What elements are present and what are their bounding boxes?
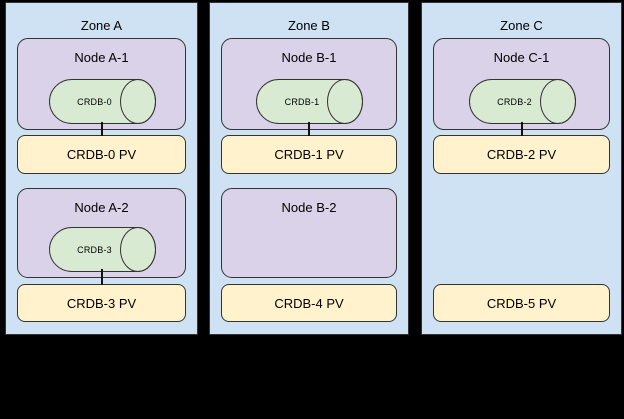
crdb-3-pod-cylinder-icon: CRDB-3: [48, 227, 156, 272]
pv-crdb-2: CRDB-2 PV: [433, 135, 610, 174]
pv-crdb-5-label: CRDB-5 PV: [486, 295, 557, 311]
zone-a: Zone A Node A-1 CRDB-0 CRDB-0 PV Node A-…: [5, 2, 198, 335]
connector-crdb0-to-pv: [100, 122, 103, 136]
crdb-1-pod-cylinder-icon: CRDB-1: [256, 79, 363, 124]
pv-crdb-1: CRDB-1 PV: [221, 135, 397, 174]
node-b2-label: Node B-2: [281, 200, 337, 215]
crdb-2-pod-label: CRDB-2: [497, 96, 532, 107]
connector-crdb1-to-pv: [308, 122, 310, 136]
node-c1-label: Node C-1: [493, 50, 550, 65]
node-b1-label: Node B-1: [281, 50, 337, 65]
pv-crdb-0-label: CRDB-0 PV: [66, 147, 137, 162]
zone-c: Zone C Node C-1 CRDB-2 CRDB-2 PV CRDB-5 …: [421, 2, 622, 335]
connector-crdb3-to-pv: [100, 269, 103, 285]
connector-crdb2-to-pv: [520, 122, 523, 136]
node-a1: Node A-1 CRDB-0: [17, 38, 186, 130]
crdb-0-pod-cylinder-icon: CRDB-0: [48, 79, 156, 124]
zone-a-title: Zone A: [80, 18, 123, 33]
crdb-2-pod-cylinder-icon: CRDB-2: [468, 79, 576, 124]
node-b2-empty: Node B-2: [221, 188, 397, 278]
pv-crdb-3: CRDB-3 PV: [17, 284, 186, 322]
node-a2-label: Node A-2: [74, 200, 129, 215]
node-a2: Node A-2 CRDB-3: [17, 188, 186, 278]
zone-b-title: Zone B: [288, 18, 330, 33]
crdb-0-pod-label: CRDB-0: [77, 96, 112, 107]
pv-crdb-2-label: CRDB-2 PV: [486, 147, 557, 162]
pv-crdb-4-label: CRDB-4 PV: [274, 295, 344, 311]
pv-crdb-0: CRDB-0 PV: [17, 135, 186, 174]
crdb-3-pod-label: CRDB-3: [77, 244, 112, 255]
pv-crdb-3-label: CRDB-3 PV: [66, 295, 137, 311]
node-a1-label: Node A-1: [74, 50, 129, 65]
pv-crdb-4-unattached: CRDB-4 PV: [221, 284, 397, 322]
pv-crdb-1-label: CRDB-1 PV: [274, 147, 344, 162]
zone-b: Zone B Node B-1 CRDB-1 CRDB-1 PV Node B-…: [209, 2, 409, 335]
pv-crdb-5-unattached: CRDB-5 PV: [433, 284, 610, 322]
zone-c-title: Zone C: [500, 18, 543, 33]
crdb-1-pod-label: CRDB-1: [284, 96, 320, 107]
node-c1: Node C-1 CRDB-2: [433, 38, 610, 130]
node-b1: Node B-1 CRDB-1: [221, 38, 397, 130]
